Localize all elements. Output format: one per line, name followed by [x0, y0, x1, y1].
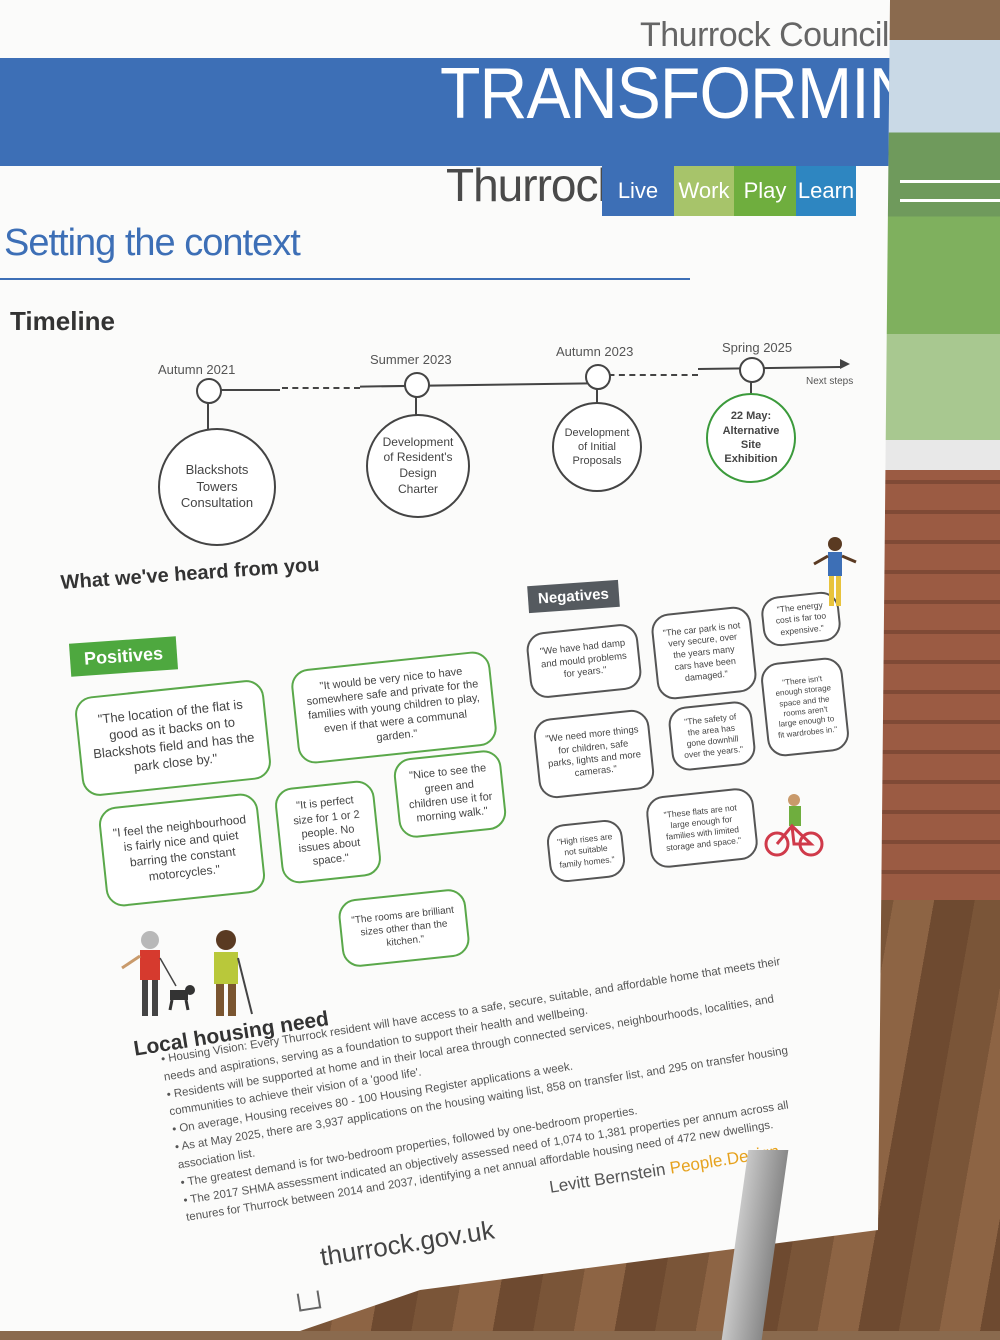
- negative-quote: "High rises are not suitable family home…: [545, 818, 627, 884]
- positive-quote: "The location of the flat is good as it …: [73, 678, 273, 798]
- timeline-event: Development of Initial Proposals: [552, 402, 642, 492]
- timeline-event: Blackshots Towers Consultation: [158, 428, 276, 546]
- timeline-date: Summer 2023: [370, 352, 452, 367]
- timeline-event-highlight: 22 May: Alternative Site Exhibition: [706, 393, 796, 483]
- tag-work: Work: [674, 166, 734, 216]
- timeline-date: Autumn 2021: [158, 362, 236, 377]
- timeline-node: [196, 378, 222, 404]
- website-url: thurrock.gov.uk: [318, 1214, 497, 1272]
- brick-wall: [870, 470, 1000, 930]
- housing-bullet-list: • Housing Vision: Every Thurrock residen…: [160, 936, 890, 1228]
- positive-quote: "I feel the neighbourhood is fairly nice…: [97, 791, 267, 909]
- window-sill: [880, 440, 1000, 470]
- negative-quote: "The car park is not very secure, over t…: [649, 605, 759, 701]
- positive-quote: "The rooms are brilliant sizes other tha…: [336, 887, 472, 969]
- timeline-stem: [750, 381, 752, 395]
- timeline-node: [739, 357, 765, 383]
- tag-play: Play: [734, 166, 796, 216]
- next-steps-label: Next steps: [806, 376, 854, 387]
- timeline-date: Spring 2025: [722, 340, 793, 355]
- positive-quote: "It is perfect size for 1 or 2 people. N…: [273, 779, 383, 885]
- background-fence: [900, 180, 1000, 202]
- timeline-node: [585, 364, 611, 390]
- timeline-date: Autumn 2023: [556, 344, 634, 359]
- tag-learn: Learn: [796, 166, 856, 216]
- council-name: Thurrock Council: [640, 16, 889, 54]
- child-figure-illustration: [813, 537, 857, 606]
- cyclist-illustration: [764, 794, 824, 857]
- feedback-heading: What we've heard from you: [60, 553, 321, 594]
- transforming-title: TRANSFORMING: [440, 54, 967, 134]
- timeline-line: [697, 366, 841, 370]
- background-window: [880, 40, 1000, 460]
- exhibition-poster: Thurrock Council TRANSFORMING Thurrock L…: [0, 0, 890, 1331]
- section-divider: [0, 278, 690, 280]
- section-title: Setting the context: [4, 222, 301, 264]
- negative-quote: "We have had damp and mould problems for…: [524, 622, 644, 700]
- house-icon: [296, 1290, 322, 1312]
- negative-quote: "The safety of the area has gone downhil…: [666, 699, 758, 773]
- positives-badge: Positives: [68, 636, 179, 677]
- people-walking-dog-illustration: [121, 930, 253, 1016]
- timeline-line: [218, 389, 280, 391]
- timeline-stem: [596, 388, 598, 404]
- header-banner: [0, 58, 890, 166]
- timeline-event: Development of Resident's Design Charter: [366, 414, 470, 518]
- timeline-heading: Timeline: [10, 306, 116, 336]
- positive-quote: "Nice to see the green and children use …: [392, 748, 508, 840]
- negative-quote: "We need more things for children, safe …: [532, 708, 656, 800]
- timeline-dash: [598, 374, 698, 376]
- tag-live: Live: [602, 166, 674, 216]
- negative-quote: "These flats are not large enough for fa…: [644, 786, 760, 870]
- negatives-badge: Negatives: [527, 579, 620, 614]
- positive-quote: "It would be very nice to have somewhere…: [289, 649, 499, 766]
- thurrock-wordmark: Thurrock: [446, 159, 620, 211]
- arrow-icon: [840, 359, 850, 369]
- timeline-stem: [207, 402, 209, 430]
- timeline-node: [404, 372, 430, 398]
- timeline-dash: [282, 387, 360, 389]
- timeline-stem: [415, 396, 417, 416]
- negative-quote: "There isn't enough storage space and th…: [759, 655, 851, 759]
- timeline-line: [359, 382, 591, 388]
